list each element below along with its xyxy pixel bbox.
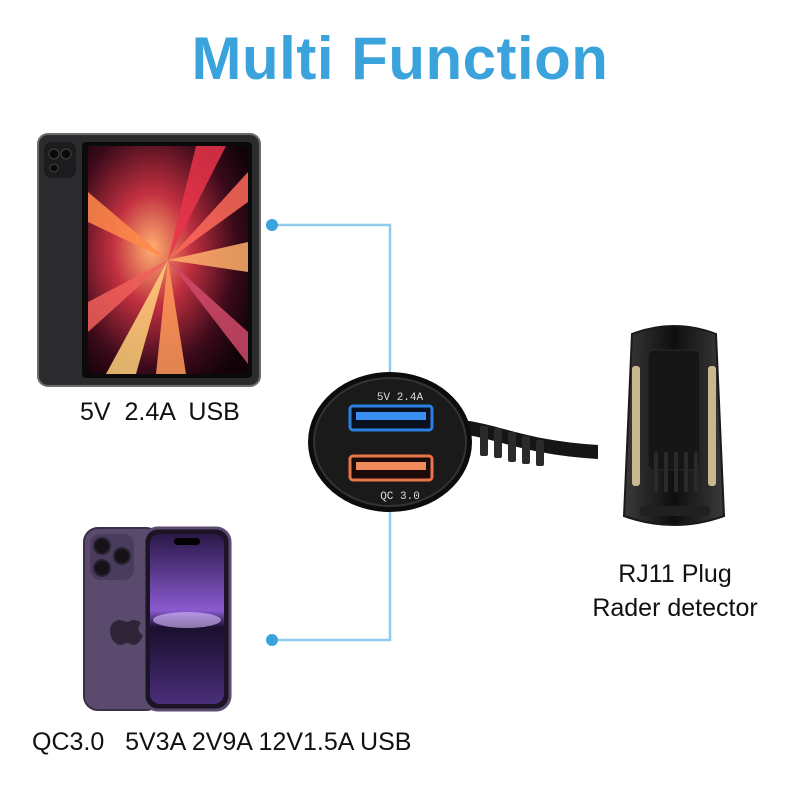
- radar-detector-label: Rader detector: [592, 594, 758, 622]
- tablet-connector-dot: [266, 219, 278, 231]
- page-title: Multi Function: [191, 25, 609, 92]
- tablet-image: [37, 133, 261, 387]
- charger-port-top-label: 5V 2.4A: [376, 392, 424, 404]
- phone-connector-dot: [266, 634, 278, 646]
- tablet-spec-label: 5V 2.4A USB: [80, 398, 240, 426]
- car-charger-image: [308, 372, 598, 512]
- phone-image: [83, 526, 232, 712]
- phone-spec-label: QC3.0 5V3A 2V9A 12V1.5A USB: [32, 728, 412, 756]
- radar-detector-image: [622, 325, 726, 526]
- rj11-plug-label: RJ11 Plug: [618, 560, 732, 588]
- charger-port-bottom-label: QC 3.0: [380, 491, 420, 503]
